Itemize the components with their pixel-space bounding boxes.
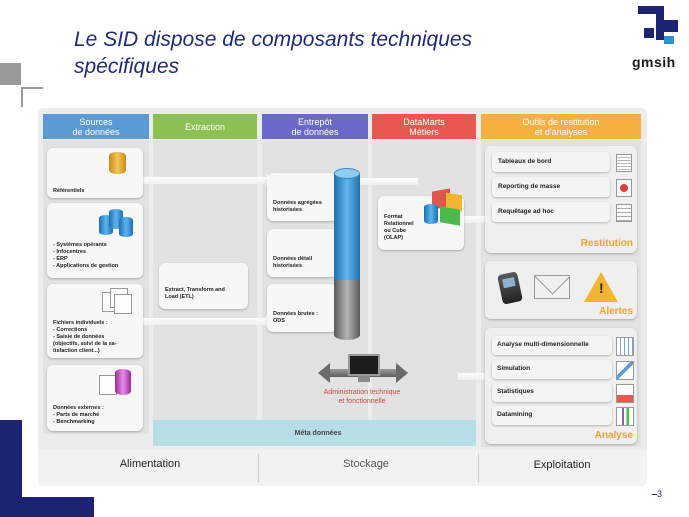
flow-arrow-1 [138,177,268,184]
source-card-systems: - Systèmes opérants - Infocentres - ERP … [47,203,143,278]
datamart-label: Format Relationnel ou Cube (OLAP) [384,214,414,241]
navy-block-bottom [22,497,94,517]
warehouse-cylinder-icon [334,168,360,346]
single-database-icon [109,152,126,174]
simulation-chart-icon [616,361,634,380]
source-label-systems: - Systèmes opérants - Infocentres - ERP … [53,242,119,269]
header-tools: Outils de restitution et d'analyses [481,114,641,139]
header-warehouse: Entrepôt de données [262,114,368,139]
source-card-referentiels: Référentiels [47,148,143,198]
corner-grey-square [0,63,21,85]
tool-label-datamining: Datamining [497,411,533,418]
tool-item-requetage[interactable]: Requêtage ad hoc [492,202,610,222]
warehouse-card-detail: Données détail historisées [267,229,337,277]
warehouse-label-aggregated: Données agrégées historisées [273,200,322,213]
envelope-icon [534,275,570,299]
source-label-referentiels: Référentiels [53,188,85,194]
tool-item-analyse-multi[interactable]: Analyse multi-dimensionnelle [492,336,612,355]
tool-item-datamining[interactable]: Datamining [492,406,612,425]
dashboard-icon [616,154,632,172]
flow-arrow-4 [458,216,498,223]
navy-block-left [0,420,22,517]
pie-report-icon [616,179,632,197]
slide-title: Le SID dispose de composants techniques … [74,28,473,78]
source-card-files: Fichiers individuels : - Corrections - S… [47,284,143,358]
olap-cube-icon [424,188,466,226]
database-cluster-icon [99,209,133,239]
monitor-icon [348,354,380,384]
bottom-divider-1 [258,454,259,482]
header-datamarts: DataMarts Métiers [372,114,476,139]
warehouse-label-raw: Données brutes : ODS [273,311,318,324]
gmsih-logo: gmsih [630,6,682,76]
warning-icon: ! [584,272,618,302]
warehouse-label-detail: Données détail historisées [273,256,313,269]
admin-label: Administration technique et fonctionnell… [323,389,401,405]
statistics-chart-icon [616,384,634,403]
etl-card: Extract, Transform and Load (ETL) [159,263,248,309]
files-icon [102,288,132,314]
source-card-external: Données externes : - Parts de marché - B… [47,365,143,431]
bottom-label-alimentation: Alimentation [119,458,181,470]
architecture-diagram: Sources de données Extraction Entrepôt d… [38,108,647,486]
bottom-divider-2 [478,454,479,482]
metadata-label: Méta données [294,430,342,437]
tool-label-tableaux: Tableaux de bord [498,158,552,165]
external-data-icon [99,369,133,397]
query-table-icon [616,204,632,222]
page-number: 3 [652,489,662,499]
metadata-band [153,420,476,446]
source-label-files: Fichiers individuels : - Corrections - S… [53,320,117,354]
header-extraction: Extraction [153,114,257,139]
tool-item-simulation[interactable]: Simulation [492,360,612,379]
tool-item-tableaux[interactable]: Tableaux de bord [492,152,610,172]
flow-arrow-2 [138,318,268,325]
analyse-title: Analyse [594,430,633,441]
header-sources: Sources de données [43,114,149,139]
flow-arrow-3 [348,178,418,185]
tool-label-reporting: Reporting de masse [498,183,561,190]
page-number-value: 3 [657,489,663,499]
datamining-chart-icon [616,407,634,426]
etl-label: Extract, Transform and Load (ETL) [165,287,225,300]
warehouse-card-aggregated: Données agrégées historisées [267,173,337,221]
logo-text: gmsih [632,54,676,70]
tool-label-statistiques: Statistiques [497,388,534,395]
page-number-dash [652,494,657,496]
tool-item-statistiques[interactable]: Statistiques [492,383,612,402]
flow-arrow-5 [458,373,498,380]
warehouse-card-raw: Données brutes : ODS [267,284,337,332]
bottom-band [38,450,647,486]
corner-line-horizontal [21,87,43,89]
alertes-title: Alertes [599,306,633,317]
tool-label-analyse-multi: Analyse multi-dimensionnelle [497,341,589,348]
tool-label-simulation: Simulation [497,365,531,372]
bottom-label-stockage: Stockage [343,458,389,470]
corner-line-vertical [21,87,23,107]
cube-grid-icon [616,337,634,356]
source-label-external: Données externes : - Parts de marché - B… [53,405,104,425]
bottom-label-exploitation: Exploitation [533,459,591,471]
tool-item-reporting[interactable]: Reporting de masse [492,177,610,197]
tool-label-requetage: Requêtage ad hoc [498,208,554,215]
restitution-title: Restitution [580,238,633,249]
